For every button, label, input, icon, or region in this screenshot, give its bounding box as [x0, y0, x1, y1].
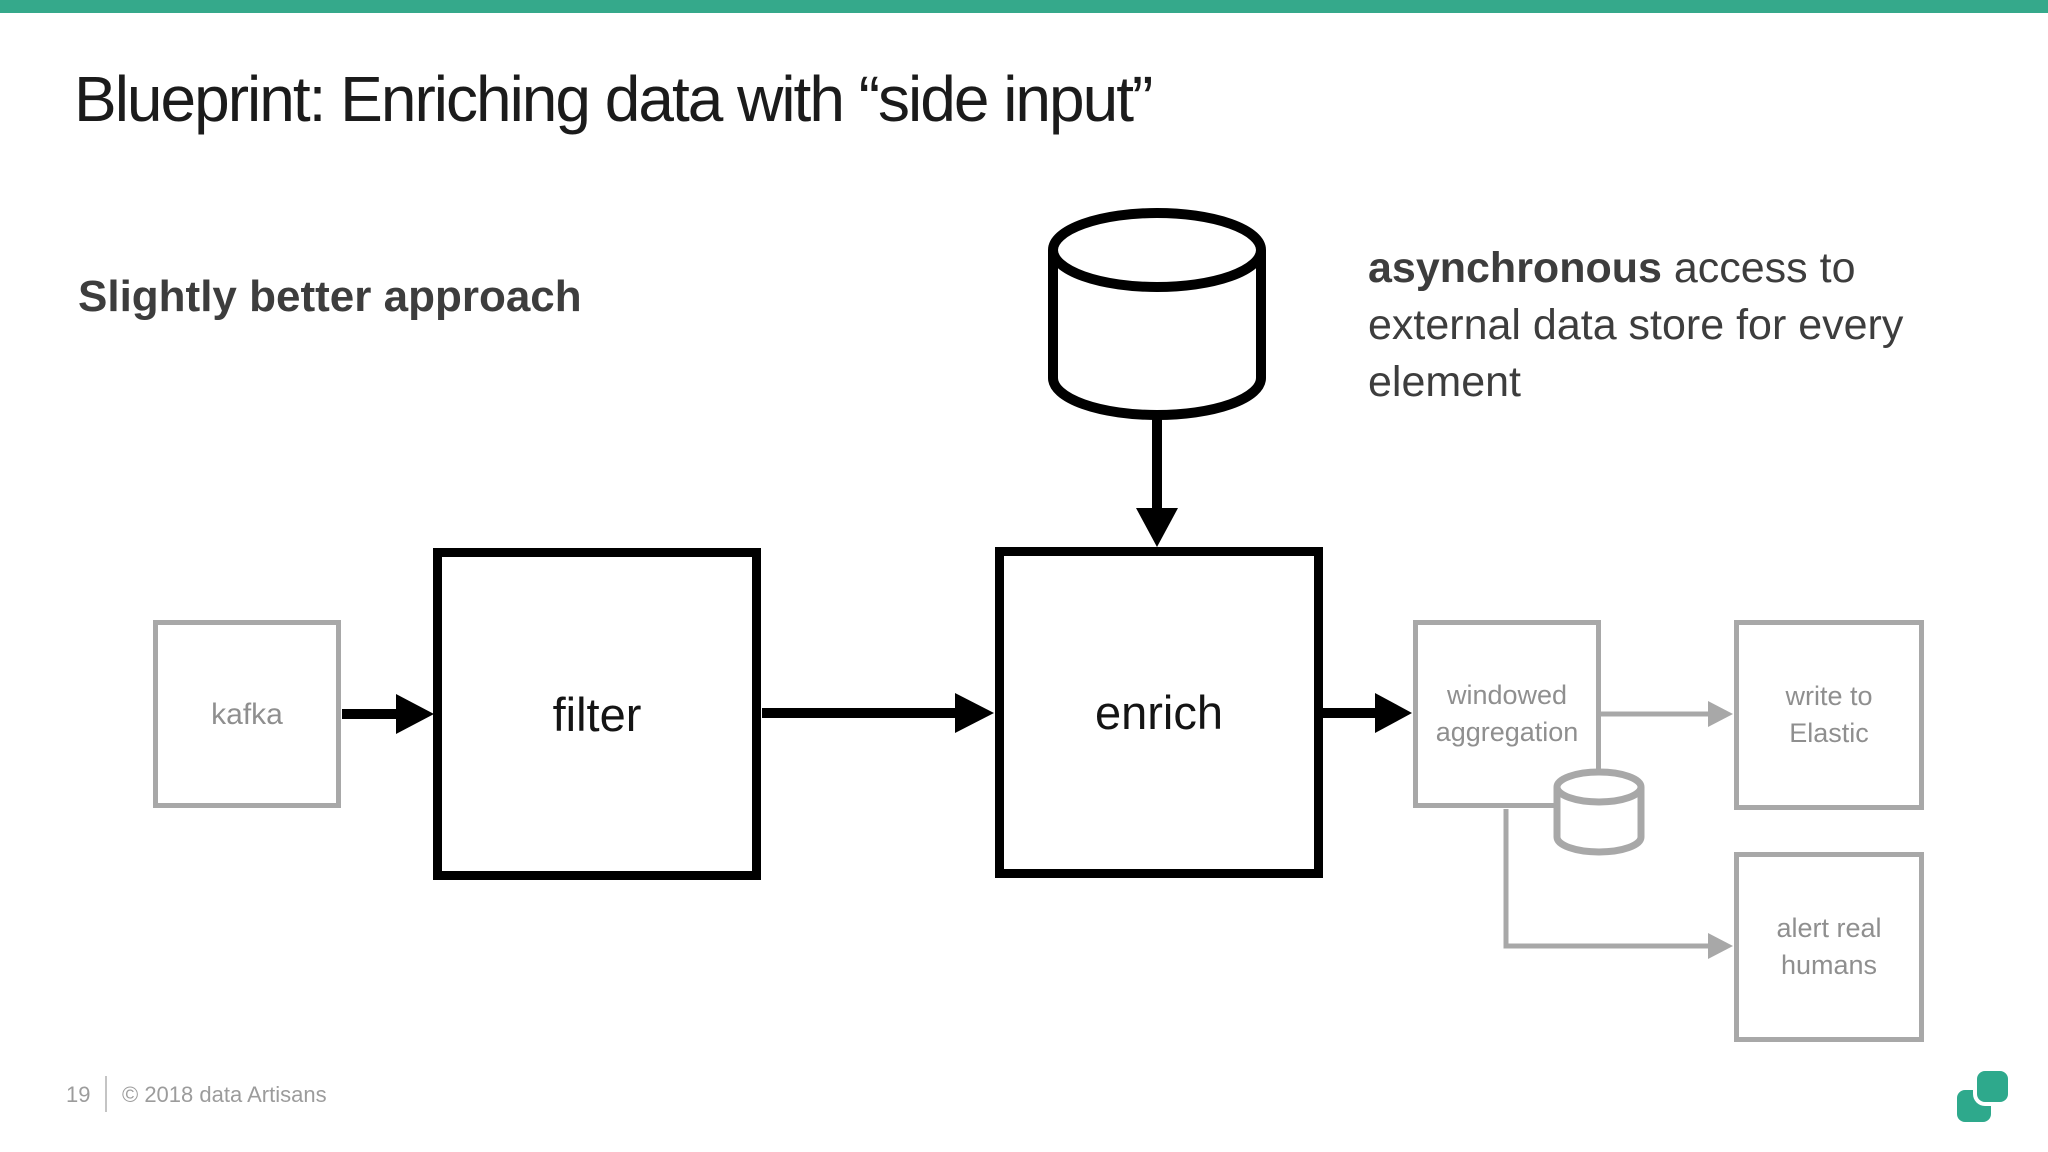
accent-top-bar: [0, 0, 2048, 13]
arrow-aggregation-alert: [1503, 809, 1733, 959]
footer-copyright: © 2018 data Artisans: [122, 1082, 327, 1107]
node-alert-real-humans-label: alert real humans: [1776, 913, 1882, 980]
node-windowed-aggregation: windowed aggregation: [1413, 620, 1601, 808]
arrow-enrich-aggregation: [1323, 693, 1412, 733]
data-artisans-logo: [1955, 1068, 2015, 1128]
arrow-filter-enrich: [762, 693, 994, 733]
node-filter-label: filter: [552, 687, 642, 741]
annotation-text: asynchronous access to external data sto…: [1368, 240, 1943, 411]
node-write-to-elastic-label: write to Elastic: [1785, 681, 1873, 748]
arrow-aggregation-elastic: [1601, 701, 1733, 727]
node-filter: filter: [433, 548, 761, 880]
node-write-to-elastic: write to Elastic: [1734, 620, 1924, 810]
node-enrich-label: enrich: [1094, 686, 1223, 739]
annotation-rest: access to external data store for every …: [1368, 244, 1904, 406]
annotation-bold-word: asynchronous: [1368, 244, 1662, 292]
node-alert-real-humans: alert real humans: [1734, 852, 1924, 1042]
slide-subtitle: Slightly better approach: [78, 272, 582, 321]
page-title: Blueprint: Enriching data with “side inp…: [74, 63, 1153, 135]
logo-square-front: [1977, 1071, 2008, 1102]
node-windowed-aggregation-label: windowed aggregation: [1435, 680, 1579, 747]
footer-divider: [105, 1076, 107, 1112]
footer-page-number: 19: [66, 1082, 91, 1107]
node-kafka-label: kafka: [211, 697, 283, 731]
arrow-kafka-filter: [342, 694, 434, 734]
database-icon: [1048, 208, 1266, 420]
node-enrich: enrich: [995, 547, 1323, 878]
arrow-database-enrich: [1136, 415, 1178, 547]
node-kafka: kafka: [153, 620, 341, 808]
